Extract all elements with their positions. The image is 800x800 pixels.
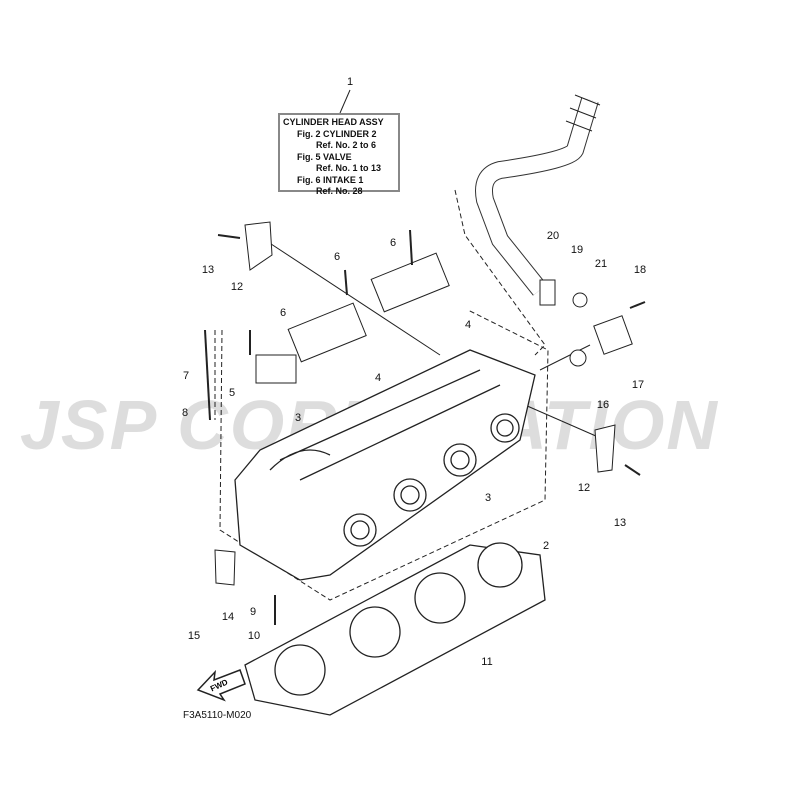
diagram-code: F3A5110-M020 bbox=[183, 710, 252, 721]
bolts bbox=[204, 229, 646, 625]
callout: 4 bbox=[374, 372, 382, 384]
callout: 10 bbox=[247, 630, 261, 642]
callout: 15 bbox=[187, 630, 201, 642]
leader-lines bbox=[214, 89, 606, 601]
callout: 12 bbox=[230, 281, 244, 293]
camshaft-caps bbox=[255, 252, 450, 384]
callout: 12 bbox=[577, 482, 591, 494]
info-line: Fig. 6 INTAKE 1 bbox=[297, 174, 364, 185]
info-box: CYLINDER HEAD ASSY Fig. 2 CYLINDER 2 Ref… bbox=[278, 113, 400, 196]
callout: 7 bbox=[182, 370, 190, 382]
callout: 19 bbox=[570, 244, 584, 256]
info-line: Ref. No. 2 to 6 bbox=[316, 140, 377, 150]
info-line: Fig. 5 VALVE bbox=[297, 151, 352, 162]
callout: 3 bbox=[294, 412, 302, 424]
callout: 5 bbox=[228, 387, 236, 399]
info-box-title: CYLINDER HEAD ASSY bbox=[283, 117, 384, 127]
info-line: Fig. 2 CYLINDER 2 bbox=[297, 128, 377, 139]
callout: 1 bbox=[346, 76, 354, 88]
thermostat-parts bbox=[539, 279, 633, 367]
head-gasket bbox=[244, 542, 546, 716]
callout: 3 bbox=[484, 492, 492, 504]
callout: 11 bbox=[481, 656, 493, 668]
info-line: Ref. No. 1 to 13 bbox=[316, 163, 382, 173]
callout: 2 bbox=[542, 540, 550, 552]
callout: 21 bbox=[594, 258, 608, 270]
cylinder-head bbox=[234, 349, 536, 581]
callout: 13 bbox=[201, 264, 215, 276]
fwd-arrow-icon bbox=[196, 669, 246, 702]
callout: 6 bbox=[389, 237, 397, 249]
callout: 9 bbox=[249, 606, 257, 618]
brackets bbox=[214, 221, 616, 586]
callout: 16 bbox=[596, 399, 610, 411]
callout: 6 bbox=[333, 251, 341, 263]
callout: 6 bbox=[279, 307, 287, 319]
callout: 4 bbox=[464, 319, 472, 331]
callout: 13 bbox=[613, 517, 627, 529]
callout: 18 bbox=[633, 264, 647, 276]
callout: 8 bbox=[181, 407, 189, 419]
callout: 14 bbox=[221, 611, 235, 623]
callout: 20 bbox=[546, 230, 560, 242]
intake-hose bbox=[475, 94, 601, 296]
info-line: Ref. No. 28 bbox=[316, 186, 363, 196]
callout: 17 bbox=[631, 379, 645, 391]
